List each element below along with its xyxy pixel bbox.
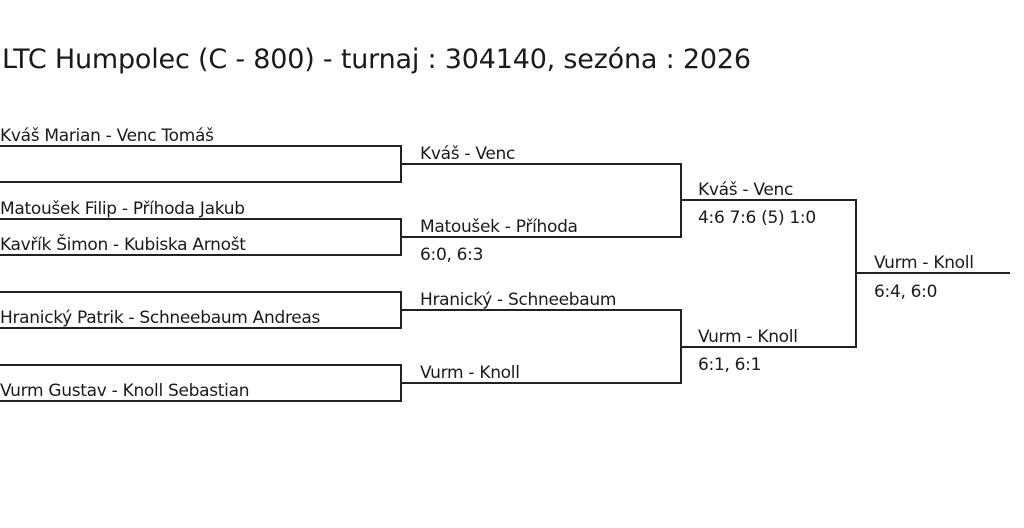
bracket-line bbox=[400, 382, 682, 384]
bracket-line bbox=[680, 199, 857, 201]
round2-player: Hranický - Schneebaum bbox=[420, 290, 617, 310]
bracket-line bbox=[400, 236, 682, 238]
bracket-line bbox=[855, 272, 1010, 274]
bracket-line bbox=[400, 163, 682, 165]
round2-score: 6:0, 6:3 bbox=[420, 245, 484, 265]
round2-player: Kváš - Venc bbox=[420, 144, 516, 164]
semifinal-player: Kváš - Venc bbox=[698, 180, 794, 200]
bracket-line bbox=[0, 181, 402, 183]
bracket-line bbox=[0, 400, 402, 402]
round1-player: Kváš Marian - Venc Tomáš bbox=[0, 126, 214, 146]
bracket-line bbox=[0, 145, 402, 147]
semifinal-score: 4:6 7:6 (5) 1:0 bbox=[698, 208, 816, 228]
bracket-line bbox=[0, 327, 402, 329]
bracket-line bbox=[0, 254, 402, 256]
round2-player: Vurm - Knoll bbox=[420, 363, 520, 383]
bracket-line bbox=[0, 218, 402, 220]
bracket-line bbox=[680, 346, 857, 348]
semifinal-score: 6:1, 6:1 bbox=[698, 355, 762, 375]
round1-player: Matoušek Filip - Příhoda Jakub bbox=[0, 199, 245, 219]
final-winner: Vurm - Knoll bbox=[874, 253, 974, 273]
page-title: LTC Humpolec (C - 800) - turnaj : 304140… bbox=[2, 44, 751, 75]
final-score: 6:4, 6:0 bbox=[874, 282, 938, 302]
bracket-line bbox=[0, 291, 402, 293]
bracket-line bbox=[0, 364, 402, 366]
round1-player: Hranický Patrik - Schneebaum Andreas bbox=[0, 308, 321, 328]
bracket-line bbox=[400, 309, 682, 311]
semifinal-player: Vurm - Knoll bbox=[698, 327, 798, 347]
round2-player: Matoušek - Příhoda bbox=[420, 217, 578, 237]
round1-player: Kavřík Šimon - Kubiska Arnošt bbox=[0, 235, 246, 255]
round1-player: Vurm Gustav - Knoll Sebastian bbox=[0, 381, 250, 401]
